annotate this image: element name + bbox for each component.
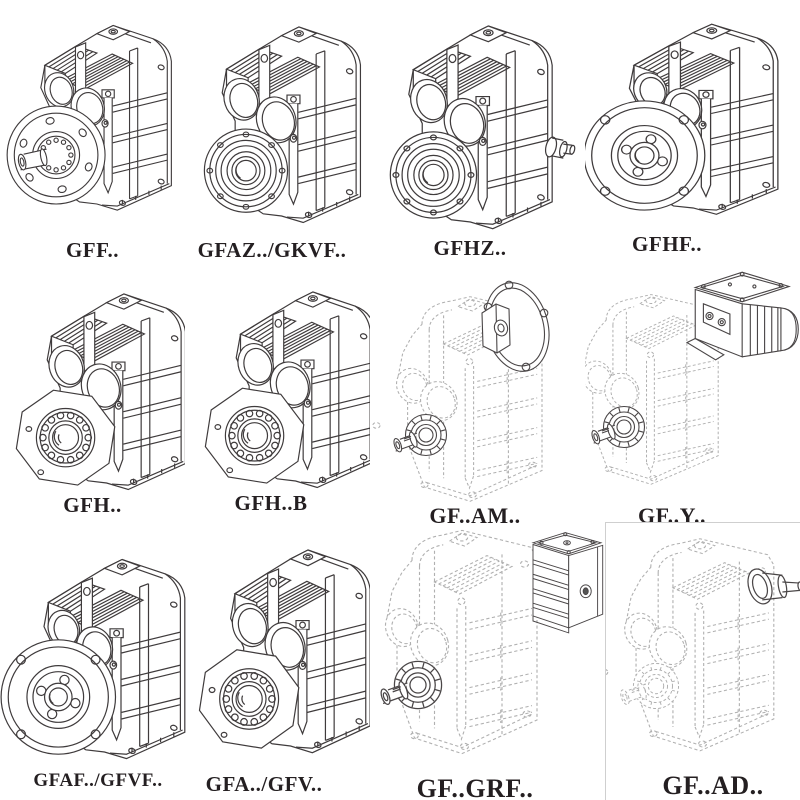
panel-gfh: GFH.. <box>0 265 185 520</box>
panel-gfy: GF..Y.. <box>585 265 800 528</box>
model-label: GF..GRF.. <box>416 774 534 800</box>
panel-gfhf: GFHF.. <box>585 0 800 265</box>
panel-gfam: GF..AM.. <box>370 265 585 528</box>
model-label: GFF.. <box>65 238 120 262</box>
panel-gfa: GFA../GFV.. <box>185 520 370 800</box>
gearbox-drawing-gfad <box>606 538 800 752</box>
panel-gff: GFF.. <box>0 0 185 265</box>
panel-gfgrf: GF..GRF.. <box>370 520 608 800</box>
model-label: GFAZ../GKVF.. <box>197 238 347 262</box>
panel-gfad: GF..AD.. <box>605 522 800 800</box>
gearbox-drawing-gfy <box>585 271 799 485</box>
model-label: GF..AD.. <box>662 771 764 800</box>
panel-gfhb: GFH..B <box>185 265 370 520</box>
model-label: GF..AM.. <box>429 503 521 528</box>
gearbox-drawing-gfaz <box>203 26 362 224</box>
panel-gfaf: GFAF../GFVF.. <box>0 520 190 800</box>
gearbox-drawing-gfhf <box>585 23 779 215</box>
gearbox-drawing-gfa <box>194 549 370 754</box>
model-label: GFH..B <box>234 491 308 515</box>
model-label: GFA../GFV.. <box>205 772 323 796</box>
gearbox-drawing-gff <box>6 24 172 211</box>
model-label: GF..Y.. <box>638 503 706 528</box>
gearbox-drawing-gfam <box>372 275 559 502</box>
panel-gfaz: GFAZ../GKVF.. <box>185 0 370 265</box>
gearbox-drawing-gfhb <box>200 291 370 489</box>
gearbox-drawing-gfgrf <box>370 529 604 755</box>
gearbox-drawing-gfaf <box>0 558 186 760</box>
model-label: GFHF.. <box>632 232 702 256</box>
model-label: GFH.. <box>63 493 122 517</box>
gearbox-drawing-gfhz <box>389 25 577 230</box>
gearbox-drawing-gfh <box>11 293 185 491</box>
model-label: GFAF../GFVF.. <box>33 770 163 791</box>
panel-gfhz: GFHZ.. <box>370 0 585 265</box>
model-label: GFHZ.. <box>433 236 507 260</box>
